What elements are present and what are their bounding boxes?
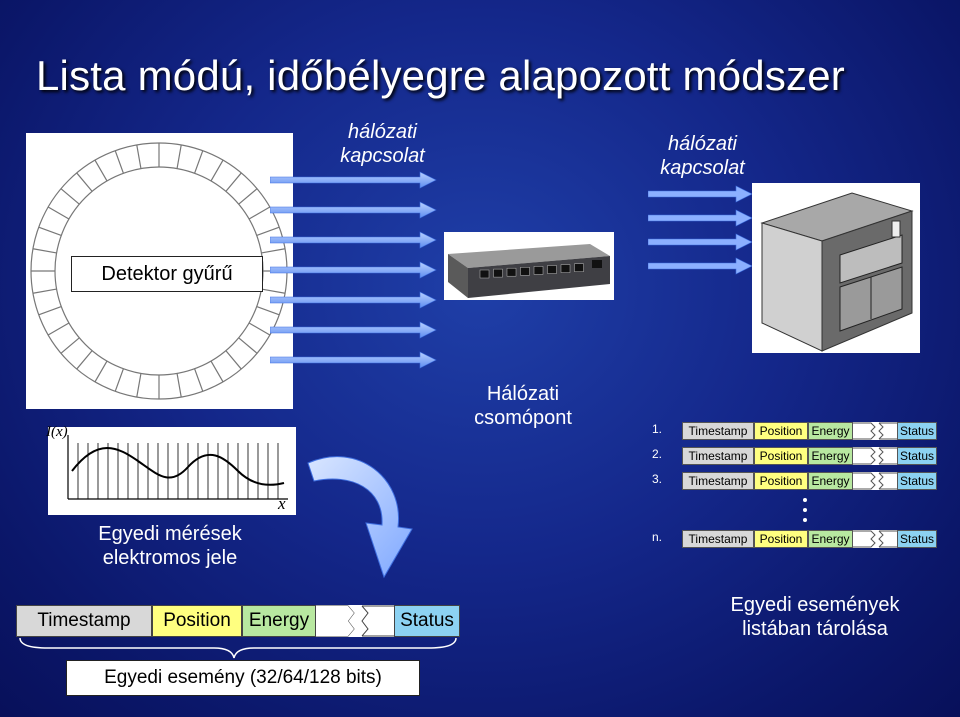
network-arrow bbox=[648, 233, 753, 251]
record-position-cell: Position bbox=[152, 605, 242, 637]
row-energy-cell: Energy bbox=[808, 530, 853, 548]
row-energy-cell: Energy bbox=[808, 472, 853, 490]
row-position-cell: Position bbox=[754, 422, 808, 440]
row-number: n. bbox=[652, 530, 663, 544]
list-row: 2. Timestamp Position Energy Status bbox=[652, 447, 937, 465]
row-gap-cell bbox=[853, 530, 897, 548]
row-position-cell: Position bbox=[754, 472, 808, 490]
server-image bbox=[752, 183, 920, 353]
row-position-cell: Position bbox=[754, 447, 808, 465]
row-timestamp-cell: Timestamp bbox=[682, 422, 754, 440]
network-switch-image bbox=[444, 232, 614, 300]
server-arrows-group bbox=[648, 185, 753, 275]
event-size-label: Egyedi esemény (32/64/128 bits) bbox=[66, 660, 420, 696]
network-arrow bbox=[270, 261, 437, 279]
network-arrow bbox=[648, 257, 753, 275]
network-arrow bbox=[270, 201, 437, 219]
event-record: Timestamp Position Energy Status bbox=[16, 605, 460, 639]
list-row: 1. Timestamp Position Energy Status bbox=[652, 422, 937, 440]
network-arrow bbox=[648, 209, 753, 227]
record-list: 1. Timestamp Position Energy Status 2. T… bbox=[652, 422, 937, 548]
list-row: n. Timestamp Position Energy Status bbox=[652, 530, 937, 548]
network-arrows-group bbox=[270, 171, 437, 369]
slide-title: Lista módú, időbélyegre alapozott módsze… bbox=[36, 52, 845, 99]
signal-axis-x: x bbox=[278, 494, 286, 513]
brace bbox=[19, 637, 457, 659]
network-arrow bbox=[270, 351, 437, 369]
row-timestamp-cell: Timestamp bbox=[682, 530, 754, 548]
network-arrow bbox=[270, 291, 437, 309]
detector-label: Detektor gyűrű bbox=[71, 256, 263, 292]
signal-plot bbox=[48, 427, 296, 515]
network-arrow bbox=[270, 171, 437, 189]
network-link-label-1: hálózati kapcsolat bbox=[340, 121, 425, 167]
list-caption: Egyedi események listában tárolása bbox=[730, 594, 900, 640]
signal-label: Egyedi mérések elektromos jele bbox=[98, 523, 242, 569]
row-energy-cell: Energy bbox=[808, 447, 853, 465]
row-number: 2. bbox=[652, 447, 663, 461]
list-row: 3. Timestamp Position Energy Status bbox=[652, 472, 937, 490]
row-status-cell: Status bbox=[897, 447, 937, 465]
row-timestamp-cell: Timestamp bbox=[682, 447, 754, 465]
network-arrow bbox=[270, 231, 437, 249]
row-gap-cell bbox=[853, 472, 897, 490]
ellipsis-dots bbox=[800, 490, 937, 530]
row-energy-cell: Energy bbox=[808, 422, 853, 440]
record-energy-cell: Energy bbox=[242, 605, 316, 637]
signal-axis-y: I(x) bbox=[46, 424, 68, 440]
row-status-cell: Status bbox=[897, 472, 937, 490]
record-status-cell: Status bbox=[394, 605, 460, 637]
network-arrow bbox=[648, 185, 753, 203]
record-gap-cell bbox=[316, 605, 394, 637]
row-number: 1. bbox=[652, 422, 663, 436]
row-timestamp-cell: Timestamp bbox=[682, 472, 754, 490]
row-status-cell: Status bbox=[897, 530, 937, 548]
curved-arrow bbox=[307, 456, 413, 579]
node-label: Hálózati csomópont bbox=[474, 383, 572, 429]
row-gap-cell bbox=[853, 422, 897, 440]
network-link-label-2: hálózati kapcsolat bbox=[660, 133, 745, 179]
record-timestamp-cell: Timestamp bbox=[16, 605, 152, 637]
row-number: 3. bbox=[652, 472, 663, 486]
row-position-cell: Position bbox=[754, 530, 808, 548]
row-status-cell: Status bbox=[897, 422, 937, 440]
network-arrow bbox=[270, 321, 437, 339]
row-gap-cell bbox=[853, 447, 897, 465]
